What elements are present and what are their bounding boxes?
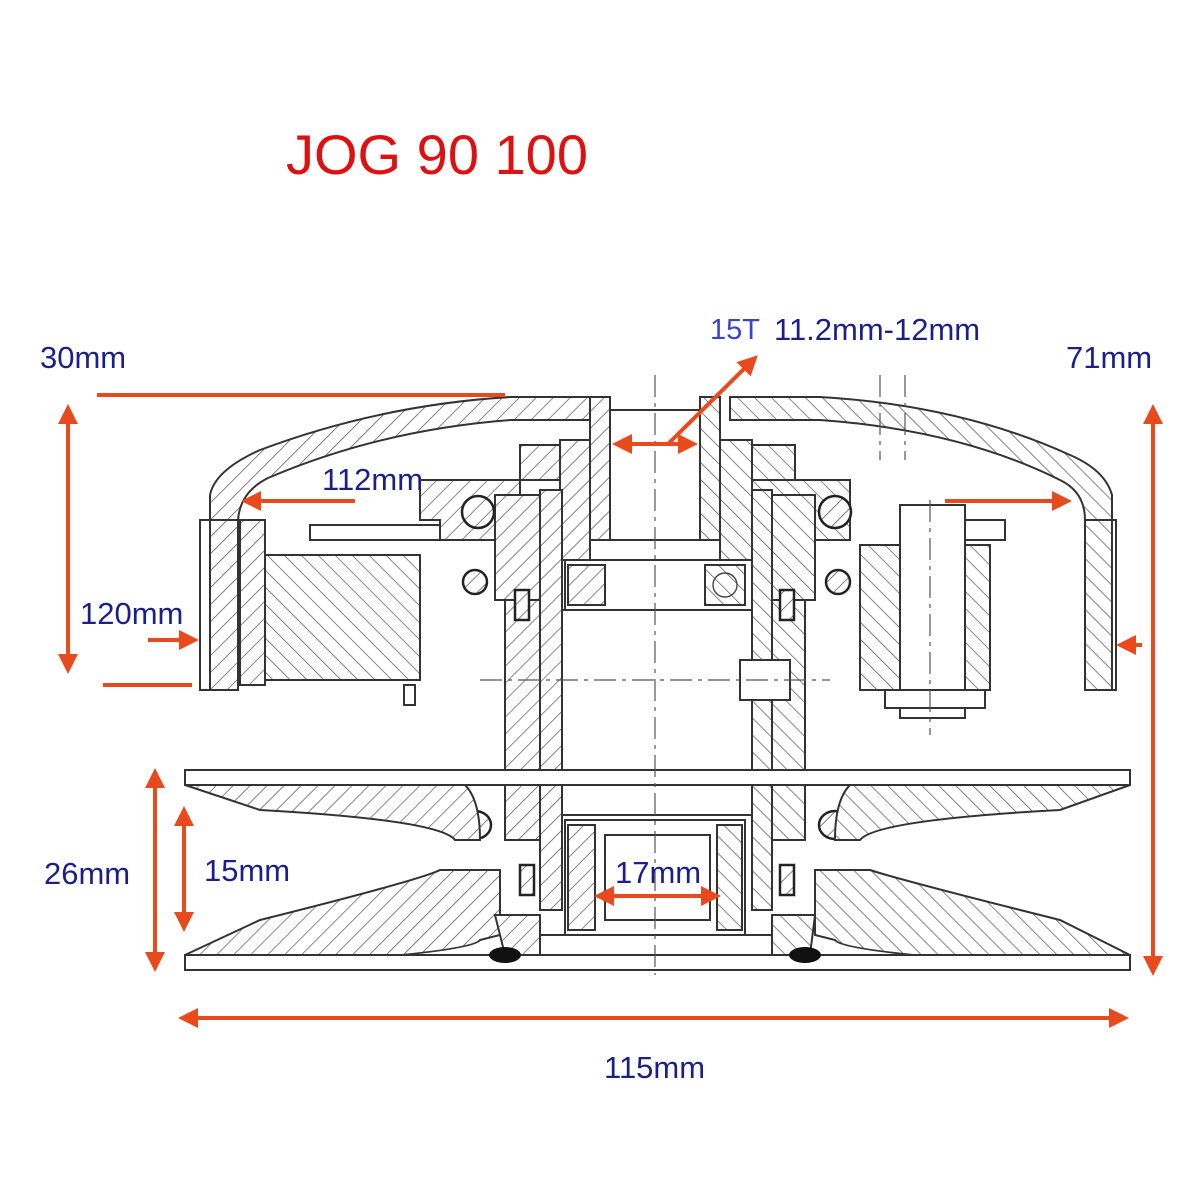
dimension-belt-width: 15mm <box>204 853 291 888</box>
ramp-plate-cover <box>199 396 1117 691</box>
dimension-top-height: 30mm <box>40 340 127 375</box>
page-title: JOG 90 100 <box>286 123 588 186</box>
dimension-inner-diameter: 112mm <box>322 462 424 497</box>
dimension-bore: 11.2mm-12mm <box>774 312 981 347</box>
dimension-overall-width: 115mm <box>604 1050 706 1085</box>
arrow-15t-leader <box>666 355 758 446</box>
dimension-arrows <box>58 355 1163 1028</box>
dimension-pulley-height: 26mm <box>44 856 131 891</box>
dimension-outer-diameter: 120mm <box>80 596 184 631</box>
pulley-sheaves <box>184 769 1131 972</box>
center-lines <box>480 375 931 975</box>
dimension-overall-height: 71mm <box>1066 340 1153 375</box>
dimension-teeth: 15T <box>710 314 760 346</box>
dimension-hub-diameter: 17mm <box>615 855 702 890</box>
